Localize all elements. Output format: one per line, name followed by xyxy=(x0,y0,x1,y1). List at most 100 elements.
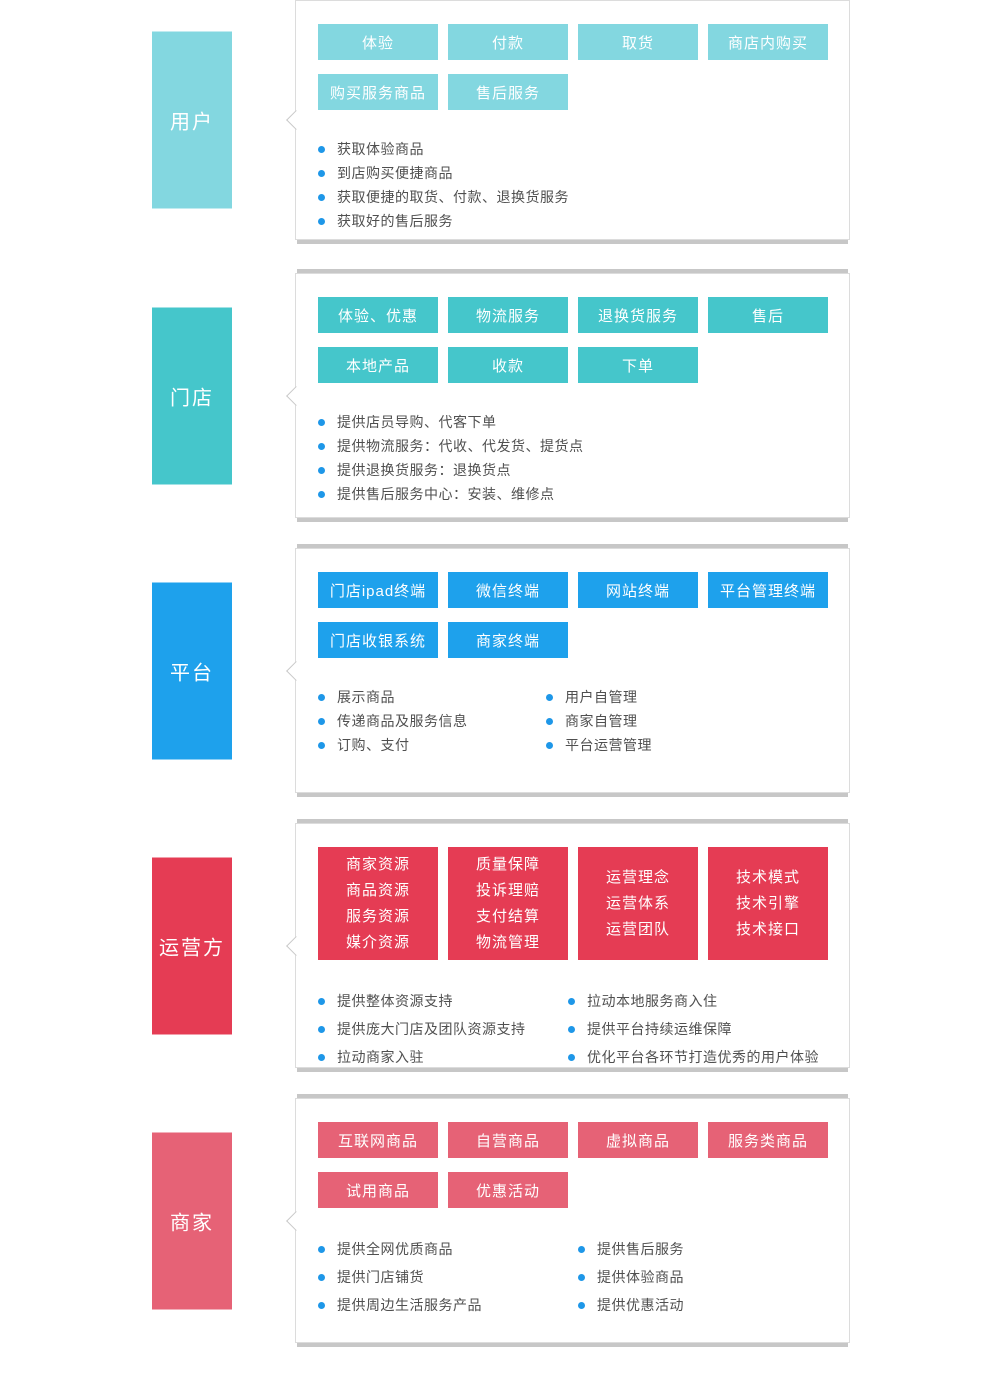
bullet-item: 订购、支付 xyxy=(318,733,546,757)
section-label-user: 用户 xyxy=(152,31,232,209)
bullet-text: 用户自管理 xyxy=(565,689,638,705)
tag-block-line: 运营团队 xyxy=(605,920,670,938)
bullet-text: 提供售后服务 xyxy=(597,1241,684,1257)
bullet-dot-icon xyxy=(318,490,325,498)
tag: 平台管理终端 xyxy=(708,572,828,608)
tag-block-line: 技术模式 xyxy=(735,868,800,886)
tag: 商店内购买 xyxy=(708,24,828,60)
bullet-item: 传递商品及服务信息 xyxy=(318,709,546,733)
bullet-list: 获取体验商品到店购买便捷商品获取便捷的取货、付款、退换货服务获取好的售后服务 xyxy=(318,137,827,233)
tag-row: 本地产品收款下单 xyxy=(318,347,827,383)
bullet-item: 提供门店铺货 xyxy=(318,1263,578,1291)
bullet-column: 展示商品传递商品及服务信息订购、支付 xyxy=(318,685,546,757)
bullet-text: 提供整体资源支持 xyxy=(337,993,453,1009)
tag-row: 体验付款取货商店内购买 xyxy=(318,24,828,60)
bullet-column: 用户自管理商家自管理平台运营管理 xyxy=(546,685,652,757)
tag-block-line: 商品资源 xyxy=(345,881,410,899)
tag-block-line: 物流管理 xyxy=(475,933,540,951)
bullet-dot-icon xyxy=(568,1025,575,1033)
section-panel: 商家资源商品资源服务资源媒介资源质量保障投诉理赔支付结算物流管理运营理念运营体系… xyxy=(286,823,850,1071)
section-label-merchant: 商家 xyxy=(152,1132,232,1309)
bullet-text: 提供庞大门店及团队资源支持 xyxy=(337,1021,526,1037)
tag-block: 技术模式技术引擎技术接口 xyxy=(708,847,828,960)
tag: 本地产品 xyxy=(318,347,438,383)
section-operator: 运营方 商家资源商品资源服务资源媒介资源质量保障投诉理赔支付结算物流管理运营理念运… xyxy=(0,823,1000,1068)
section-label-operator: 运营方 xyxy=(152,857,232,1034)
bullet-item: 提供售后服务 xyxy=(578,1235,684,1263)
tag-block-line: 技术引擎 xyxy=(735,894,800,912)
bullet-item: 提供优惠活动 xyxy=(578,1291,684,1319)
bullet-text: 平台运营管理 xyxy=(565,737,652,753)
bullet-item: 优化平台各环节打造优秀的用户体验 xyxy=(568,1043,819,1071)
bullet-dot-icon xyxy=(318,145,325,153)
tag-block-line: 运营体系 xyxy=(605,894,670,912)
bullet-dot-icon xyxy=(318,418,325,426)
tag: 购买服务商品 xyxy=(318,74,438,110)
bullet-text: 获取好的售后服务 xyxy=(337,213,453,229)
tag-row: 互联网商品自营商品虚拟商品服务类商品 xyxy=(318,1122,828,1158)
tag: 微信终端 xyxy=(448,572,568,608)
bullet-item: 平台运营管理 xyxy=(546,733,652,757)
bullet-dot-icon xyxy=(578,1301,585,1309)
bullet-item: 到店购买便捷商品 xyxy=(318,161,569,185)
tag-row: 体验、优惠物流服务退换货服务售后 xyxy=(318,297,828,333)
tag-block: 运营理念运营体系运营团队 xyxy=(578,847,698,960)
bullet-text: 获取体验商品 xyxy=(337,141,424,157)
tag: 售后服务 xyxy=(448,74,568,110)
bullet-dot-icon xyxy=(318,1273,325,1281)
bullet-dot-icon xyxy=(546,741,553,749)
bullet-text: 订购、支付 xyxy=(337,737,410,753)
bullet-item: 获取便捷的取货、付款、退换货服务 xyxy=(318,185,569,209)
section-label-platform: 平台 xyxy=(152,582,232,759)
bullet-text: 提供优惠活动 xyxy=(597,1297,684,1313)
tag-row: 门店ipad终端微信终端网站终端平台管理终端 xyxy=(318,572,828,608)
bullet-text: 提供门店铺货 xyxy=(337,1269,424,1285)
tag: 体验 xyxy=(318,24,438,60)
bullet-item: 提供售后服务中心：安装、维修点 xyxy=(318,482,584,506)
tag-row: 商家资源商品资源服务资源媒介资源质量保障投诉理赔支付结算物流管理运营理念运营体系… xyxy=(318,847,828,960)
tag: 门店收银系统 xyxy=(318,622,438,658)
bullet-text: 提供退换货服务：退换货点 xyxy=(337,462,511,478)
bullet-item: 提供退换货服务：退换货点 xyxy=(318,458,584,482)
section-panel: 体验、优惠物流服务退换货服务售后本地产品收款下单提供店员导购、代客下单提供物流服… xyxy=(286,273,850,518)
tag: 虚拟商品 xyxy=(578,1122,698,1158)
tag: 收款 xyxy=(448,347,568,383)
bullet-column: 提供店员导购、代客下单提供物流服务：代收、代发货、提货点提供退换货服务：退换货点… xyxy=(318,410,584,506)
section-user: 用户 体验付款取货商店内购买购买服务商品售后服务获取体验商品到店购买便捷商品获取便… xyxy=(0,0,1000,240)
bullet-dot-icon xyxy=(318,741,325,749)
bullet-column: 提供售后服务提供体验商品提供优惠活动 xyxy=(578,1235,684,1319)
tag: 服务类商品 xyxy=(708,1122,828,1158)
connector-arrow-icon xyxy=(286,385,306,406)
bullet-list: 提供店员导购、代客下单提供物流服务：代收、代发货、提货点提供退换货服务：退换货点… xyxy=(318,410,827,506)
bullet-column: 提供整体资源支持提供庞大门店及团队资源支持拉动商家入驻 xyxy=(318,987,568,1071)
connector-arrow-icon xyxy=(286,660,306,681)
bullet-column: 拉动本地服务商入住提供平台持续运维保障优化平台各环节打造优秀的用户体验 xyxy=(568,987,819,1071)
bullet-dot-icon xyxy=(318,1245,325,1253)
tag: 试用商品 xyxy=(318,1172,438,1208)
bullet-item: 提供周边生活服务产品 xyxy=(318,1291,578,1319)
tag-row: 购买服务商品售后服务 xyxy=(318,74,827,110)
tag-block: 商家资源商品资源服务资源媒介资源 xyxy=(318,847,438,960)
bullet-dot-icon xyxy=(546,717,553,725)
bullet-item: 商家自管理 xyxy=(546,709,652,733)
bullet-text: 获取便捷的取货、付款、退换货服务 xyxy=(337,189,569,205)
bullet-text: 提供平台持续运维保障 xyxy=(587,1021,732,1037)
tag: 网站终端 xyxy=(578,572,698,608)
bullet-item: 拉动商家入驻 xyxy=(318,1043,568,1071)
bullet-dot-icon xyxy=(318,717,325,725)
connector-arrow-icon xyxy=(286,1210,306,1231)
bullet-item: 获取好的售后服务 xyxy=(318,209,569,233)
section-panel: 门店ipad终端微信终端网站终端平台管理终端门店收银系统商家终端展示商品传递商品… xyxy=(286,548,850,793)
bullet-dot-icon xyxy=(318,1025,325,1033)
bullet-text: 商家自管理 xyxy=(565,713,638,729)
bullet-item: 拉动本地服务商入住 xyxy=(568,987,819,1015)
bullet-list: 展示商品传递商品及服务信息订购、支付用户自管理商家自管理平台运营管理 xyxy=(318,685,827,757)
bullet-text: 提供体验商品 xyxy=(597,1269,684,1285)
connector-arrow-icon xyxy=(286,935,306,956)
tag: 付款 xyxy=(448,24,568,60)
bullet-dot-icon xyxy=(318,217,325,225)
bullet-text: 传递商品及服务信息 xyxy=(337,713,468,729)
bullet-text: 提供全网优质商品 xyxy=(337,1241,453,1257)
bullet-item: 提供平台持续运维保障 xyxy=(568,1015,819,1043)
section-platform: 平台门店ipad终端微信终端网站终端平台管理终端门店收银系统商家终端展示商品传递… xyxy=(0,548,1000,793)
